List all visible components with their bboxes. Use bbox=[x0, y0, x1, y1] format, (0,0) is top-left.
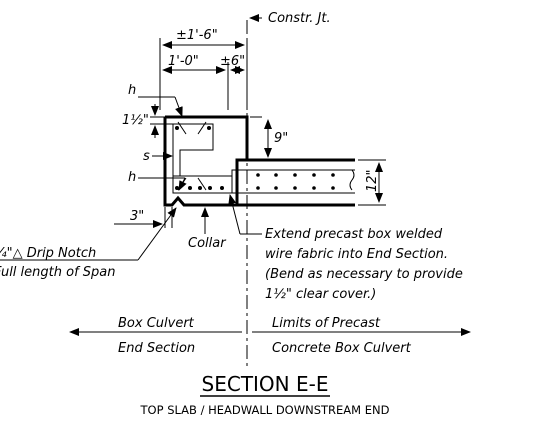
h-top-label: h bbox=[128, 83, 136, 98]
end-section-label: End Section bbox=[118, 341, 195, 356]
cover-dim-label: 1½" bbox=[122, 113, 149, 128]
note-line-4: 1½" clear cover.) bbox=[265, 287, 376, 302]
headwall-outline bbox=[163, 115, 355, 207]
break-mark bbox=[349, 169, 355, 191]
collar-label: Collar bbox=[188, 236, 227, 251]
note-line-3: (Bend as necessary to provide bbox=[265, 267, 463, 282]
rebar-hook-top2 bbox=[197, 121, 207, 135]
dim-9-label: 9" bbox=[274, 131, 288, 146]
box-culvert-label: Box Culvert bbox=[118, 316, 195, 331]
dim-1-0-label: 1'-0" bbox=[168, 54, 199, 69]
section-title: SECTION E-E bbox=[202, 372, 329, 396]
concrete-box-label: Concrete Box Culvert bbox=[272, 341, 412, 356]
dim-1-6-label: ±1'-6" bbox=[176, 28, 218, 43]
h-bottom-leader-down bbox=[178, 177, 187, 191]
note-line-2: wire fabric into End Section. bbox=[265, 247, 448, 262]
h-top-leader-down bbox=[174, 96, 183, 117]
s-label: s bbox=[143, 149, 150, 164]
dim-12-label: 12" bbox=[365, 169, 380, 192]
rebar-dots bbox=[175, 126, 335, 190]
constr-jt-label: Constr. Jt. bbox=[268, 11, 331, 26]
dim-3-label: 3" bbox=[130, 209, 144, 224]
h-bottom-label: h bbox=[128, 170, 136, 185]
drip-notch-label: ¾"△ Drip Notch bbox=[0, 246, 96, 261]
note-leader-diag bbox=[228, 194, 241, 235]
rebar-hook-bottom2 bbox=[197, 177, 207, 191]
rebar-hook-top bbox=[177, 121, 187, 135]
limits-precast-label: Limits of Precast bbox=[272, 316, 381, 331]
full-length-label: Full length of Span bbox=[0, 265, 116, 280]
dim-6-label: ±6" bbox=[220, 54, 245, 69]
section-subtitle: TOP SLAB / HEADWALL DOWNSTREAM END bbox=[140, 403, 390, 417]
drip-notch-leader bbox=[137, 207, 177, 261]
note-line-1: Extend precast box welded bbox=[265, 227, 443, 242]
